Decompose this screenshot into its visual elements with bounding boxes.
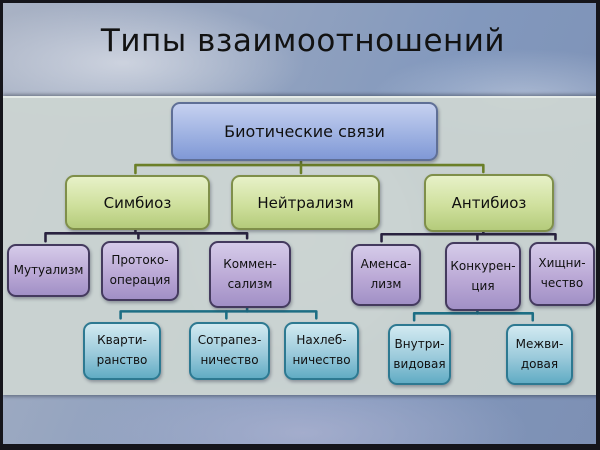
node-label: Мутуализм [13, 262, 84, 277]
node-biotic-links: Биотические связи [171, 102, 438, 161]
node-label: Конкурен- ция [450, 258, 516, 293]
node-interspecific: Межви- довая [506, 324, 573, 385]
slide-title: Типы взаимоотношений [100, 23, 506, 59]
node-label: Внутри- видовая [393, 336, 446, 371]
node-competition: Конкурен- ция [445, 242, 521, 311]
node-predation: Хищни- чество [529, 242, 595, 306]
node-label: Нахлеб- ничество [292, 333, 351, 367]
node-protocooperation: Протоко- операция [101, 241, 179, 301]
node-label: Кварти- ранство [96, 333, 148, 367]
node-label: Коммен- сализм [223, 256, 277, 291]
node-sotrapeznichestvo: Сотрапез- ничество [189, 322, 270, 380]
node-kvartiranstvo: Кварти- ранство [83, 322, 161, 380]
node-symbiosis: Симбиоз [65, 175, 210, 230]
node-amensalism: Аменса- лизм [351, 244, 421, 306]
node-label: Биотические связи [224, 122, 385, 141]
node-label: Хищни- чество [538, 256, 586, 290]
node-label: Нейтрализм [257, 193, 354, 212]
node-nakhlebnichestvo: Нахлеб- ничество [284, 322, 359, 380]
node-label: Антибиоз [451, 194, 527, 212]
node-label: Протоко- операция [109, 253, 171, 287]
node-label: Сотрапез- ничество [197, 333, 262, 367]
node-label: Симбиоз [103, 193, 172, 212]
node-neutralism: Нейтрализм [231, 175, 380, 230]
node-antibiosis: Антибиоз [424, 174, 554, 232]
node-commensalism: Коммен- сализм [209, 241, 291, 308]
node-mutualism: Мутуализм [7, 244, 90, 297]
node-label: Межви- довая [515, 336, 564, 371]
node-intraspecific: Внутри- видовая [388, 324, 451, 385]
node-label: Аменса- лизм [360, 257, 412, 291]
